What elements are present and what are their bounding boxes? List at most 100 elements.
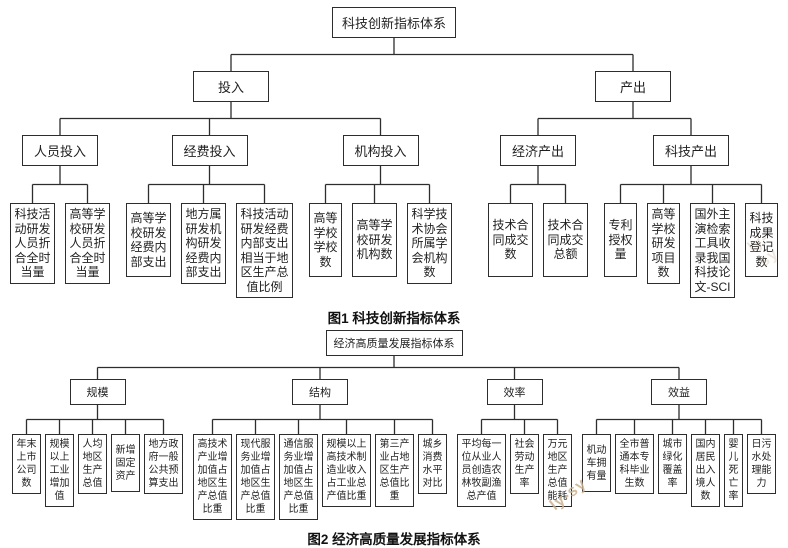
- children-row: 规模年末上市公司数规模以上工业增加值人均地区生产总值新增固定资产地方政府一般公共…: [12, 379, 776, 520]
- subtree: 科技活动研发经费内部支出相当于地区生产总值比例: [236, 203, 293, 298]
- tree-leaf-box: 日污水处理能力: [747, 434, 776, 494]
- figure2-caption: 图2 经济高质量发展指标体系: [307, 532, 481, 547]
- tree-node-box: 结构: [292, 379, 348, 405]
- subtree: 经费投入高等学校研发经费内部支出地方属研发机构研发经费内部支出科技活动研发经费内…: [126, 135, 293, 298]
- tree-leaf-box: 平均每一位从业人员创造农林牧副渔总产值: [457, 434, 506, 507]
- tree-leaf-box: 高等学校研发项目数: [647, 203, 680, 284]
- subtree: 日污水处理能力: [747, 434, 776, 494]
- diagram-page: 科技创新指标体系投入人员投入科技活动研发人员折合全时当量高等学校研发人员折合全时…: [0, 7, 788, 547]
- subtree: 全市普通本专科毕业生数: [615, 434, 654, 494]
- subtree: 国内居民出入境人数: [691, 434, 720, 507]
- subtree: 万元地区生产总值能耗: [543, 434, 572, 507]
- tree-leaf-box: 科学技术协会所属学会机构数: [407, 203, 452, 284]
- subtree: 第三产业占地区生产总值比重: [375, 434, 414, 507]
- subtree: 效率平均每一位从业人员创造农林牧副渔总产值社会劳动生产率万元地区生产总值能耗: [457, 379, 572, 507]
- tree-node-box: 投入: [193, 71, 269, 102]
- subtree: 技术合同成交数: [488, 203, 533, 277]
- tree-leaf-box: 社会劳动生产率: [510, 434, 539, 494]
- subtree: 科技活动研发人员折合全时当量: [10, 203, 55, 284]
- tree-node-box: 效率: [486, 379, 543, 405]
- subtree: 经济高质量发展指标体系规模年末上市公司数规模以上工业增加值人均地区生产总值新增固…: [12, 330, 776, 520]
- tree-leaf-box: 技术合同成交总额: [543, 203, 588, 277]
- subtree: 结构高技术产业增加值占地区生产总值比重现代服务业增加值占地区生产总值比重通信服务…: [193, 379, 447, 520]
- tree-node-box: 效益: [651, 379, 707, 405]
- figure1-caption: 图1 科技创新指标体系: [327, 311, 461, 326]
- subtree: 科技成果登记数: [745, 203, 778, 277]
- tree-leaf-box: 第三产业占地区生产总值比重: [375, 434, 414, 507]
- tree-node-box: 经费投入: [171, 135, 248, 166]
- children-row: 高技术产业增加值占地区生产总值比重现代服务业增加值占地区生产总值比重通信服务业增…: [193, 434, 447, 520]
- children-row: 专利授权量高等学校研发项目数国外主演检索工具收录我国科技论文-SCI 科技成果登记…: [604, 203, 778, 298]
- subtree: 机动车拥有量: [582, 434, 611, 492]
- subtree: 地方属研发机构研发经费内部支出: [181, 203, 226, 284]
- tree-leaf-box: 高等学校研发机构数: [352, 203, 397, 277]
- tree-leaf-box: 技术合同成交数: [488, 203, 533, 277]
- tree-node-box: 经济产出: [500, 135, 576, 166]
- tree-node-box: 经济高质量发展指标体系: [325, 330, 463, 356]
- children-row: 技术合同成交数技术合同成交总额: [488, 203, 588, 277]
- subtree: 产出经济产出技术合同成交数技术合同成交总额科技产出专利授权量高等学校研发项目数国…: [488, 71, 778, 298]
- children-row: 高等学校研发经费内部支出地方属研发机构研发经费内部支出科技活动研发经费内部支出相…: [126, 203, 293, 298]
- subtree: 高等学校研发经费内部支出: [126, 203, 171, 277]
- tree-leaf-box: 规模以上高技术制造业收入占工业总产值比重: [322, 434, 371, 507]
- tree-node-box: 机构投入: [342, 135, 419, 166]
- subtree: 年末上市公司数: [12, 434, 41, 494]
- subtree: 规模以上工业增加值: [45, 434, 74, 507]
- subtree: 专利授权量: [604, 203, 637, 277]
- subtree: 人均地区生产总值: [78, 434, 107, 494]
- tree-leaf-box: 科技活动研发经费内部支出相当于地区生产总值比例: [236, 203, 293, 298]
- subtree: 效益机动车拥有量全市普通本专科毕业生数城市绿化覆盖率国内居民出入境人数婴儿死亡率…: [582, 379, 776, 507]
- tree-leaf-box: 科技活动研发人员折合全时当量: [10, 203, 55, 284]
- children-row: 年末上市公司数规模以上工业增加值人均地区生产总值新增固定资产地方政府一般公共预算…: [12, 434, 183, 507]
- subtree: 城乡消费水平对比: [418, 434, 447, 494]
- subtree: 技术合同成交总额: [543, 203, 588, 277]
- subtree: 高等学校研发人员折合全时当量: [65, 203, 110, 284]
- figure-sci-tech-innovation: 科技创新指标体系投入人员投入科技活动研发人员折合全时当量高等学校研发人员折合全时…: [0, 7, 788, 327]
- children-row: 高等学校学校数高等学校研发机构数科学技术协会所属学会机构数: [309, 203, 452, 284]
- tree-node-box: 科技创新指标体系: [331, 7, 456, 38]
- subtree: 婴儿死亡率: [724, 434, 743, 507]
- tree-leaf-box: 高技术产业增加值占地区生产总值比重: [193, 434, 232, 520]
- tree-node-box: 规模: [69, 379, 126, 405]
- tree-leaf-box: 高等学校研发经费内部支出: [126, 203, 171, 277]
- children-row: 科技活动研发人员折合全时当量高等学校研发人员折合全时当量: [10, 203, 110, 284]
- tree-node-box: 科技产出: [653, 135, 729, 166]
- tree-leaf-box: 地方政府一般公共预算支出: [144, 434, 183, 494]
- subtree: 规模年末上市公司数规模以上工业增加值人均地区生产总值新增固定资产地方政府一般公共…: [12, 379, 183, 507]
- subtree: 机构投入高等学校学校数高等学校研发机构数科学技术协会所属学会机构数: [309, 135, 452, 284]
- subtree: 科学技术协会所属学会机构数: [407, 203, 452, 284]
- tree-leaf-box: 年末上市公司数: [12, 434, 41, 494]
- tree-leaf-box: 全市普通本专科毕业生数: [615, 434, 654, 494]
- figure-economic-quality: 经济高质量发展指标体系规模年末上市公司数规模以上工业增加值人均地区生产总值新增固…: [0, 330, 788, 548]
- tree-leaf-box: 现代服务业增加值占地区生产总值比重: [236, 434, 275, 520]
- subtree: 平均每一位从业人员创造农林牧副渔总产值: [457, 434, 506, 507]
- subtree: 新增固定资产: [111, 434, 140, 492]
- tree-leaf-box: 高等学校研发人员折合全时当量: [65, 203, 110, 284]
- children-row: 投入人员投入科技活动研发人员折合全时当量高等学校研发人员折合全时当量经费投入高等…: [10, 71, 778, 298]
- tree-leaf-box: 万元地区生产总值能耗: [543, 434, 572, 507]
- subtree: 高等学校研发项目数: [647, 203, 680, 284]
- children-row: 人员投入科技活动研发人员折合全时当量高等学校研发人员折合全时当量经费投入高等学校…: [10, 135, 452, 298]
- subtree: 规模以上高技术制造业收入占工业总产值比重: [322, 434, 371, 507]
- children-row: 经济产出技术合同成交数技术合同成交总额 科技产出专利授权量高等学校研发项目数国外主…: [488, 135, 778, 298]
- subtree: 国外主演检索工具收录我国科技论文-SCI: [690, 203, 735, 298]
- subtree: 高等学校学校数: [309, 203, 342, 277]
- subtree: 地方政府一般公共预算支出: [144, 434, 183, 494]
- tree-leaf-box: 国内居民出入境人数: [691, 434, 720, 507]
- figure1-tree: 科技创新指标体系投入人员投入科技活动研发人员折合全时当量高等学校研发人员折合全时…: [0, 7, 788, 298]
- subtree: 人员投入科技活动研发人员折合全时当量高等学校研发人员折合全时当量: [10, 135, 110, 284]
- subtree: 投入人员投入科技活动研发人员折合全时当量高等学校研发人员折合全时当量经费投入高等…: [10, 71, 452, 298]
- subtree: 经济产出技术合同成交数技术合同成交总额: [488, 135, 588, 277]
- subtree: 现代服务业增加值占地区生产总值比重: [236, 434, 275, 520]
- subtree: 社会劳动生产率: [510, 434, 539, 494]
- tree-leaf-box: 科技成果登记数: [745, 203, 778, 277]
- tree-leaf-box: 城乡消费水平对比: [418, 434, 447, 494]
- subtree: 城市绿化覆盖率: [658, 434, 687, 494]
- tree-node-box: 人员投入: [22, 135, 98, 166]
- children-row: 平均每一位从业人员创造农林牧副渔总产值社会劳动生产率万元地区生产总值能耗: [457, 434, 572, 507]
- children-row: 机动车拥有量全市普通本专科毕业生数城市绿化覆盖率国内居民出入境人数婴儿死亡率日污…: [582, 434, 776, 507]
- tree-leaf-box: 高等学校学校数: [309, 203, 342, 277]
- tree-leaf-box: 城市绿化覆盖率: [658, 434, 687, 494]
- subtree: 通信服务业增加值占地区生产总值比重: [279, 434, 318, 520]
